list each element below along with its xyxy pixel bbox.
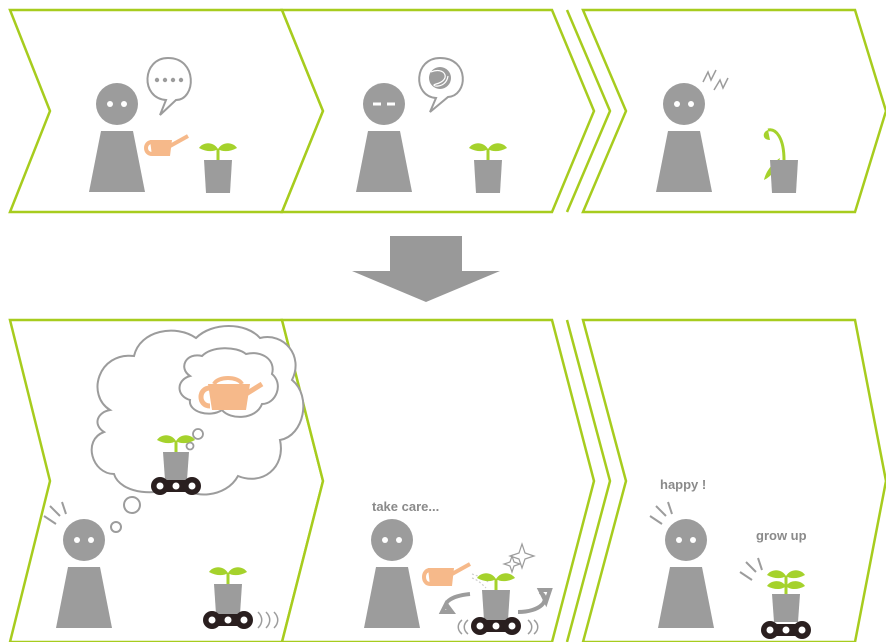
eye-left: [74, 537, 80, 543]
eye-right: [121, 101, 127, 107]
down-arrow-icon: [352, 236, 500, 302]
panel-frame-top-3: [583, 10, 886, 212]
eye-left: [107, 101, 113, 107]
panel-frame-bottom-3: [583, 320, 886, 642]
bottom-row: take care... happy ! grow u: [10, 320, 886, 642]
caption-take-care: take care...: [372, 499, 439, 514]
panel-frame-top-2: [282, 10, 594, 212]
caption-grow-up: grow up: [756, 528, 807, 543]
eye-left: [676, 537, 682, 543]
eye-right: [88, 537, 94, 543]
eye-right: [396, 537, 402, 543]
eye-right: [690, 537, 696, 543]
panel-frame-top-1: [10, 10, 323, 212]
top-row: [10, 10, 886, 212]
eye-left: [674, 101, 680, 107]
caption-happy: happy !: [660, 477, 706, 492]
eye-left: [382, 537, 388, 543]
eye-right: [688, 101, 694, 107]
